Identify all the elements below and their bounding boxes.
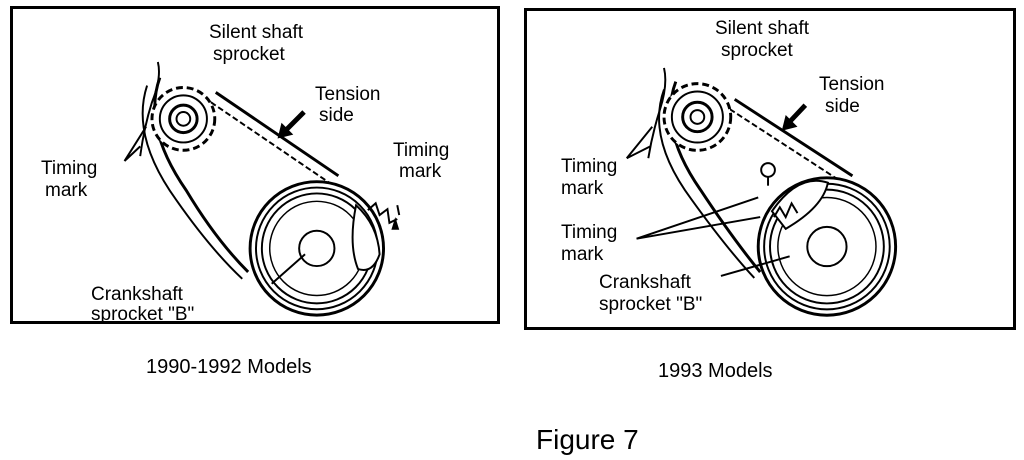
belt-diagram-1993: [625, 67, 898, 317]
timing-mark-a-line1: Timing: [41, 158, 98, 179]
timing-mark-a-line2: mark: [45, 180, 88, 201]
tension-label-line2: side: [319, 105, 354, 126]
timing-mark-b-line1: Timing: [561, 222, 618, 243]
timing-mark-bulb: [760, 162, 776, 178]
timing-mark-b-line1: Timing: [393, 140, 450, 161]
silent-shaft-label-line2: sprocket: [213, 44, 285, 65]
tension-arrow: [282, 110, 306, 134]
timing-mark-a-line2: mark: [561, 178, 604, 199]
silent-shaft-sprocket: [662, 82, 733, 152]
crankshaft-sprocket: [248, 180, 398, 317]
silent-shaft-label-line1: Silent shaft: [715, 18, 809, 39]
timing-mark-a-line1: Timing: [561, 156, 618, 177]
caption-1990-1992: 1990-1992 Models: [146, 356, 312, 378]
crankshaft-label-line1: Crankshaft: [91, 284, 183, 305]
silent-shaft-label-line2: sprocket: [721, 40, 793, 61]
crankshaft-label-line2: sprocket "B": [599, 294, 703, 315]
panel-1993: Silent shaft sprocket Tension side Timin…: [524, 8, 1016, 330]
timing-mark-b-line2: mark: [399, 161, 442, 182]
belt-diagram-1990-1992: [123, 61, 401, 317]
crankshaft-label-line1: Crankshaft: [599, 272, 691, 293]
timing-mark-pointer: [391, 217, 400, 230]
figure-title: Figure 7: [536, 424, 639, 455]
silent-shaft-label-line1: Silent shaft: [209, 22, 303, 43]
tension-label-line1: Tension: [315, 84, 381, 105]
panel-1990-1992: Silent shaft sprocket Tension side Timin…: [10, 6, 500, 325]
caption-1993: 1993 Models: [658, 360, 773, 382]
tensioner-spring: [647, 67, 667, 159]
timing-mark-b-line2: mark: [561, 244, 604, 265]
silent-shaft-sprocket: [150, 86, 217, 152]
tension-label-line1: Tension: [819, 74, 885, 95]
tension-label-line2: side: [825, 96, 860, 117]
crankshaft-label-line2: sprocket "B": [91, 304, 195, 325]
tensioner-spring: [139, 61, 160, 157]
crankshaft-sprocket: [756, 176, 898, 317]
tension-arrow: [786, 103, 808, 125]
